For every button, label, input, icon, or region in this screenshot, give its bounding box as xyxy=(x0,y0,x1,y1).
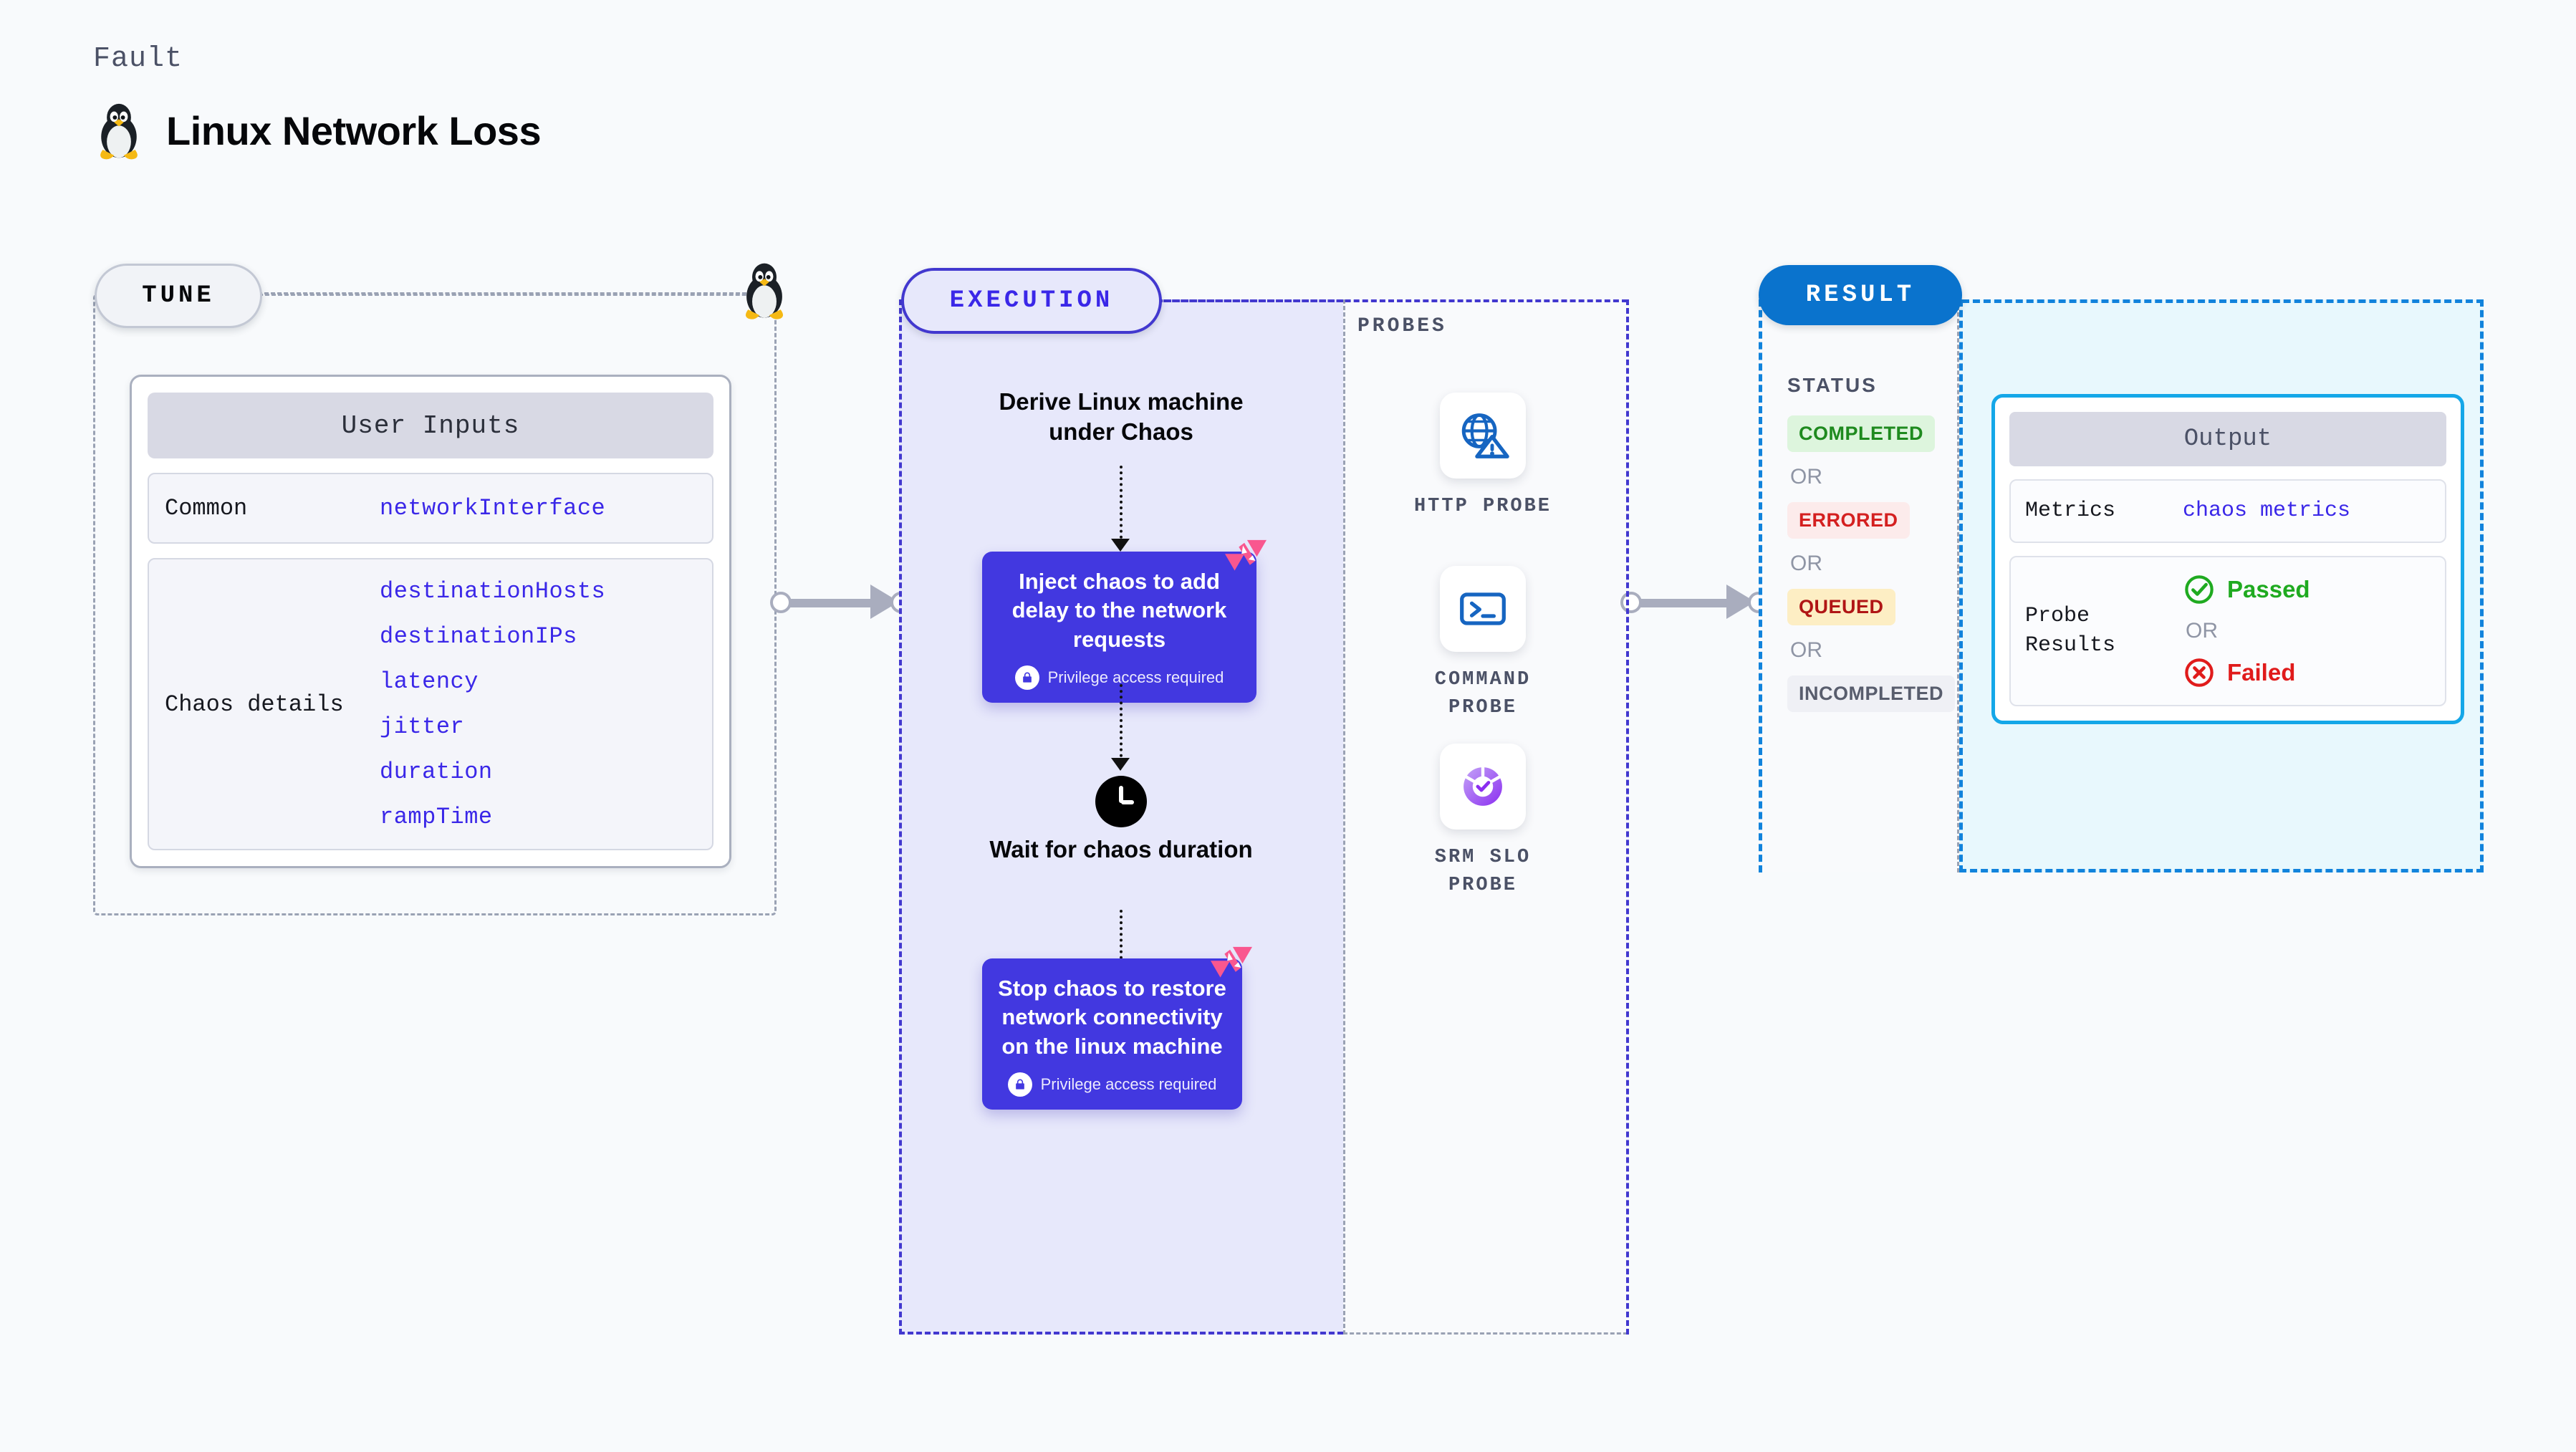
probe-result-failed: Failed xyxy=(2183,656,2310,689)
tune-panel: User Inputs Common networkInterface Chao… xyxy=(93,294,777,915)
output-metrics-value[interactable]: chaos metrics xyxy=(2183,499,2351,524)
input-value[interactable]: latency xyxy=(380,668,479,696)
fault-title-row: Linux Network Loss xyxy=(93,100,542,161)
connector-tune-to-execution xyxy=(770,580,912,623)
probe-item-command[interactable]: COMMAND PROBE xyxy=(1411,566,1554,722)
probe-item-srm-slo[interactable]: SRM SLO PROBE xyxy=(1411,744,1554,900)
execution-top-dashed-border xyxy=(1155,299,1628,302)
probe-label: HTTP PROBE xyxy=(1413,496,1552,517)
flow-arrow-line xyxy=(1120,910,1123,971)
privilege-row: Privilege access required xyxy=(996,1072,1228,1097)
probe-result-passed: Passed xyxy=(2183,573,2310,606)
stop-chaos-card[interactable]: Stop chaos to restore network connectivi… xyxy=(982,946,1252,1110)
inject-chaos-card[interactable]: Inject chaos to add delay to the network… xyxy=(982,539,1267,703)
output-card: Output Metrics chaos metrics Probe Resul… xyxy=(1991,394,2464,724)
status-badge-incompleted: INCOMPLETED xyxy=(1787,675,1956,712)
page-header: Fault Linux Network Loss xyxy=(93,43,542,161)
globe-warning-icon xyxy=(1461,413,1509,458)
input-value[interactable]: destinationIPs xyxy=(380,623,577,650)
or-separator: OR xyxy=(2186,618,2218,643)
probe-tile xyxy=(1440,393,1526,479)
input-row-chaos-details: Chaos details destinationHosts destinati… xyxy=(148,558,713,851)
input-value[interactable]: networkInterface xyxy=(380,495,606,522)
clock-icon xyxy=(1095,776,1147,827)
probe-item-http[interactable]: HTTP PROBE xyxy=(1411,393,1554,521)
or-separator: OR xyxy=(1790,465,1822,489)
status-badge-completed: COMPLETED xyxy=(1787,415,1936,452)
connector-execution-to-result xyxy=(1620,580,1769,623)
input-row-key: Common xyxy=(165,495,248,521)
check-circle-icon xyxy=(2185,574,2214,604)
result-stage-badge[interactable]: RESULT xyxy=(1759,265,1962,325)
probe-tile xyxy=(1440,566,1526,652)
x-circle-icon xyxy=(2185,658,2214,687)
status-badge-queued: QUEUED xyxy=(1787,589,1895,625)
privilege-text: Privilege access required xyxy=(1040,1074,1217,1093)
input-row-key: Chaos details xyxy=(165,691,344,718)
execution-wait-text: Wait for chaos duration xyxy=(989,836,1253,862)
harness-logo-icon xyxy=(1225,539,1267,571)
output-row-probe-results: Probe Results Passed OR Failed xyxy=(2009,555,2446,706)
input-value[interactable]: jitter xyxy=(380,713,465,741)
status-list: COMPLETED OR ERRORED OR QUEUED OR INCOMP… xyxy=(1787,415,1959,712)
user-inputs-title: User Inputs xyxy=(148,393,713,458)
input-row-common: Common networkInterface xyxy=(148,473,713,544)
inject-chaos-title: Inject chaos to add delay to the network… xyxy=(1011,569,1227,652)
terminal-icon xyxy=(1460,592,1506,625)
probe-result-values: Passed OR Failed xyxy=(2183,573,2310,689)
lock-icon xyxy=(1007,1072,1032,1097)
or-separator: OR xyxy=(1790,552,1822,575)
status-badge-errored: ERRORED xyxy=(1787,502,1910,539)
tune-stage-badge[interactable]: TUNE xyxy=(95,264,262,328)
slo-donut-check-icon xyxy=(1463,764,1503,806)
stop-chaos-title: Stop chaos to restore network connectivi… xyxy=(998,976,1226,1059)
flow-arrow-head xyxy=(1111,539,1130,552)
or-separator: OR xyxy=(1790,638,1822,662)
status-label: STATUS xyxy=(1787,374,1878,396)
harness-logo-icon xyxy=(1211,946,1252,978)
tux-penguin-icon xyxy=(100,103,138,160)
failed-label: Failed xyxy=(2227,658,2296,686)
fault-eyebrow-label: Fault xyxy=(93,43,183,75)
tune-top-dashed-connector xyxy=(258,292,759,294)
lock-icon xyxy=(1014,665,1039,690)
execution-stage-badge[interactable]: EXECUTION xyxy=(901,268,1162,334)
page-title: Linux Network Loss xyxy=(166,107,542,153)
output-title: Output xyxy=(2009,412,2446,466)
input-value[interactable]: duration xyxy=(380,759,493,786)
probes-label: PROBES xyxy=(1357,315,1447,337)
privilege-row: Privilege access required xyxy=(996,665,1242,690)
output-row-key: Probe Results xyxy=(2025,604,2116,658)
probe-label: COMMAND PROBE xyxy=(1434,669,1532,719)
input-row-values: networkInterface xyxy=(380,495,605,521)
result-status-panel xyxy=(1759,299,1959,872)
flow-arrow-head xyxy=(1111,758,1130,771)
tux-penguin-corner-icon xyxy=(745,263,784,319)
probe-label: SRM SLO PROBE xyxy=(1434,847,1532,897)
output-row-key: Metrics xyxy=(2025,499,2116,523)
execution-step-derive-text: Derive Linux machine under Chaos xyxy=(999,388,1244,446)
flow-arrow-line xyxy=(1120,684,1123,763)
privilege-text: Privilege access required xyxy=(1047,668,1224,686)
input-value[interactable]: rampTime xyxy=(380,804,493,831)
input-row-values: destinationHosts destinationIPs latency … xyxy=(380,578,605,830)
output-row-metrics: Metrics chaos metrics xyxy=(2009,479,2446,543)
execution-right-dashed-border xyxy=(1626,299,1629,1335)
passed-label: Passed xyxy=(2227,575,2310,602)
flow-arrow-line xyxy=(1120,466,1123,544)
user-inputs-card: User Inputs Common networkInterface Chao… xyxy=(130,375,731,869)
result-top-dashed-border xyxy=(1962,299,2484,303)
input-value[interactable]: destinationHosts xyxy=(380,578,606,605)
probe-tile xyxy=(1440,744,1526,830)
